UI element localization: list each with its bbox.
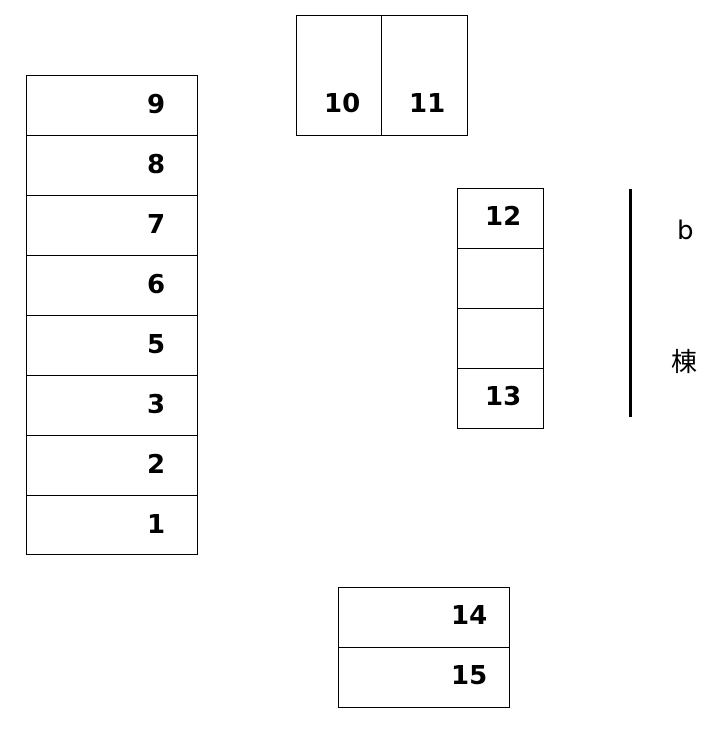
unit-11-number: 11 <box>409 89 446 119</box>
unit-10-number: 10 <box>324 89 361 119</box>
unit-blank-a <box>458 249 543 309</box>
building-divider-line <box>629 189 632 417</box>
unit-7-number: 7 <box>147 210 166 240</box>
building-label-letter: b <box>677 216 694 246</box>
unit-2-number: 2 <box>147 450 166 480</box>
unit-11: 11 <box>382 16 467 135</box>
unit-12-number: 12 <box>485 202 522 232</box>
unit-6-number: 6 <box>147 270 166 300</box>
bottom-unit-stack: 14 15 <box>338 587 510 708</box>
unit-8-number: 8 <box>147 150 166 180</box>
unit-13-number: 13 <box>485 382 522 412</box>
unit-12: 12 <box>458 189 543 249</box>
unit-2: 2 <box>27 436 197 496</box>
left-unit-stack: 9 8 7 6 5 3 2 1 <box>26 75 198 555</box>
unit-10: 10 <box>297 16 382 135</box>
unit-9-number: 9 <box>147 90 166 120</box>
top-unit-pair: 10 11 <box>296 15 468 136</box>
unit-9: 9 <box>27 76 197 136</box>
building-label-kanji: 棟 <box>671 348 698 378</box>
unit-13: 13 <box>458 369 543 429</box>
unit-5-number: 5 <box>147 330 166 360</box>
unit-blank-b <box>458 309 543 369</box>
unit-3: 3 <box>27 376 197 436</box>
unit-7: 7 <box>27 196 197 256</box>
unit-6: 6 <box>27 256 197 316</box>
unit-3-number: 3 <box>147 390 166 420</box>
middle-unit-stack: 12 13 <box>457 188 544 429</box>
unit-1-number: 1 <box>147 510 166 540</box>
unit-14: 14 <box>339 588 509 648</box>
unit-8: 8 <box>27 136 197 196</box>
unit-14-number: 14 <box>451 601 488 631</box>
unit-15-number: 15 <box>451 661 488 691</box>
unit-1: 1 <box>27 496 197 556</box>
unit-15: 15 <box>339 648 509 708</box>
unit-5: 5 <box>27 316 197 376</box>
